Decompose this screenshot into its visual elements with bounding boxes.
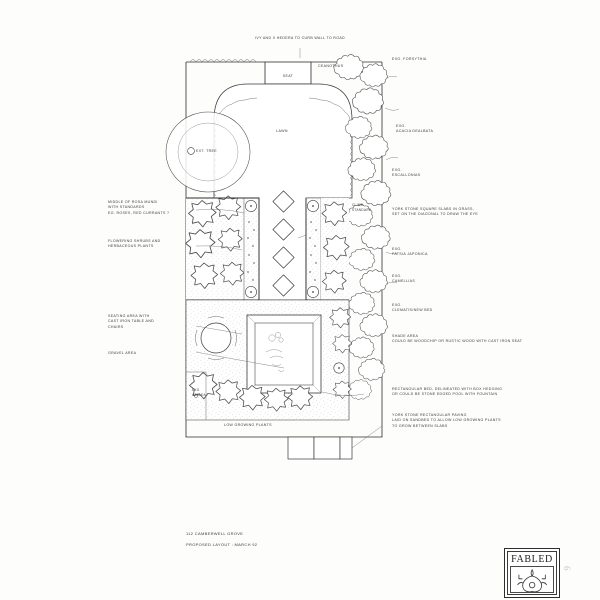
annotation-flowering-shrubs: FLOWERING SHRUBS AND HERBACEOUS PLANTS bbox=[108, 239, 161, 249]
label-climber-standard: CLIMB. STANDARD bbox=[352, 203, 372, 212]
sheet-corner-mark: 6 bbox=[562, 566, 572, 571]
annotation-gravel-area: GRAVEL AREA bbox=[108, 351, 137, 355]
title-drawing-name: PROPOSED LAYOUT : MARCH 92 bbox=[186, 542, 258, 547]
label-lawn: LAWN bbox=[276, 129, 288, 133]
annotation-fatsia-japonica: EXG. FATSIA JAPONICA bbox=[392, 247, 428, 257]
label-exg-azalea: EXG. AZALEA bbox=[192, 388, 206, 397]
annotation-seating-area: SEATING AREA WITH CAST IRON TABLE AND CH… bbox=[108, 314, 155, 329]
annotation-camellias: EXG. CAMELLIAS bbox=[392, 274, 416, 284]
label-seat: SEAT bbox=[282, 74, 294, 78]
label-existing-tree: EXT. TREE bbox=[196, 149, 217, 153]
annotation-york-stone-squares: YORK STONE SQUARE SLABS IN GRASS, SET ON… bbox=[392, 207, 479, 217]
annotation-york-stone-paving: YORK STONE RECTANGULAR PAVING LAID ON SA… bbox=[392, 413, 501, 428]
annotation-clematis-new-bed: EXG. CLEMATIS/NEW BED bbox=[392, 303, 433, 313]
title-address: 112 CAMBERWELL GROVE bbox=[186, 531, 244, 536]
annotation-rose-mound: MIDDLE OF ROSA MUNDI WITH STANDARDS EG. … bbox=[108, 200, 170, 215]
label-low-growing-plants: LOW GROWING PLANTS bbox=[224, 423, 272, 427]
note-top-ivy-hedera: IVY AND X HEDERA TO CURB WALL TO ROAD bbox=[255, 36, 345, 40]
annotation-rectangular-bed: RECTANGULAR BED, DELINEATED WITH BOX HED… bbox=[392, 387, 503, 397]
logo-wordmark: FABLED bbox=[511, 553, 553, 565]
logo-emblem bbox=[509, 565, 555, 593]
annotation-escallonias: EXG. ESCALLONIAS bbox=[392, 168, 421, 178]
annotation-acacia-dealbata: EXG. ACACIA DEALBATA bbox=[396, 124, 434, 134]
annotation-ceanothus: CEANOTHUS bbox=[318, 64, 344, 68]
logo-border: FABLED bbox=[507, 551, 557, 595]
annotation-forsythia: EXG. FORSYTHIA bbox=[392, 57, 427, 61]
fabled-logo: FABLED bbox=[504, 548, 560, 598]
annotation-shade-area: SHADE AREA COULD BE WOODCHIP OR RUSTIC W… bbox=[392, 334, 523, 344]
